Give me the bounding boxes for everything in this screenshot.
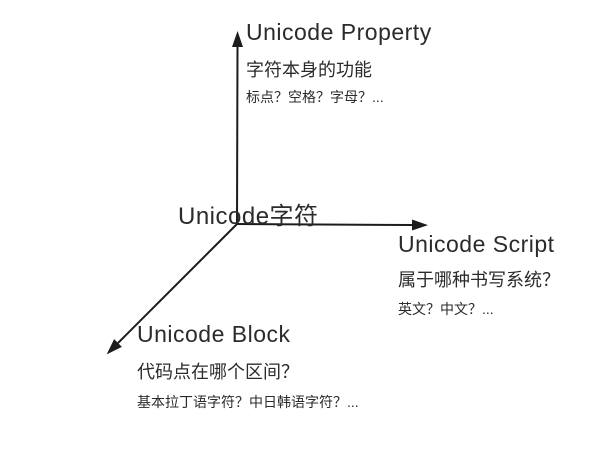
axis-script-detail: 英文？中文？... [398, 301, 494, 317]
center-node-label: Unicode字符 [178, 203, 319, 230]
axis-block-subtitle: 代码点在哪个区间？ [137, 362, 299, 382]
axis-property-subtitle: 字符本身的功能 [246, 60, 372, 80]
axis-script-subtitle: 属于哪种书写系统？ [398, 270, 560, 290]
axis-property-title: Unicode Property [246, 19, 432, 45]
axis-script-title: Unicode Script [398, 231, 555, 257]
axis-line-block [106, 223, 238, 355]
axis-line-script [236, 219, 428, 231]
axis-block-detail: 基本拉丁语字符？中日韩语字符？... [137, 394, 359, 410]
axis-block-title: Unicode Block [137, 321, 291, 347]
axis-property-detail: 标点？空格？字母？... [246, 89, 384, 105]
axis-line-property [232, 31, 243, 225]
